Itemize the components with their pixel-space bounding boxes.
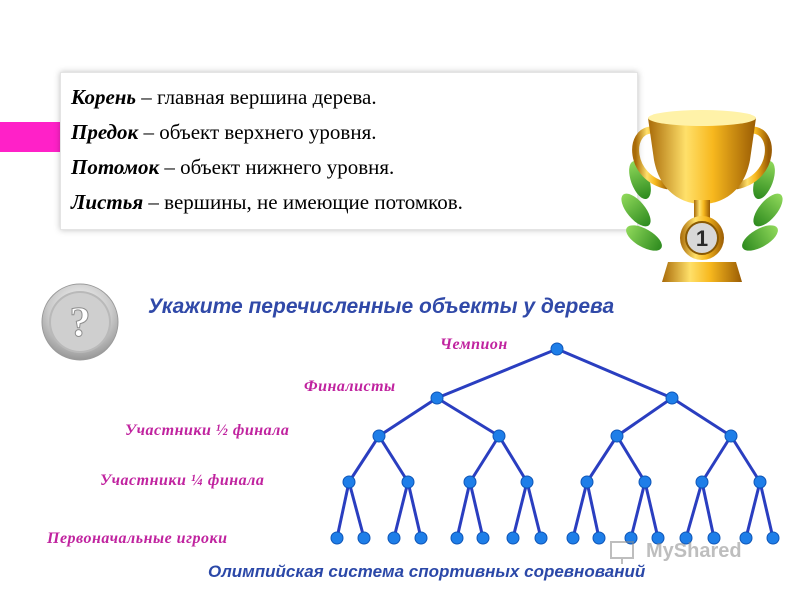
tree-edge — [616, 396, 673, 438]
initial-player-node — [766, 531, 780, 545]
semifinal-node — [724, 429, 738, 443]
tree-edge — [585, 435, 619, 483]
question-mark: ? — [70, 300, 91, 346]
definition-ancestor: Предок – объект верхнего уровня. — [71, 120, 377, 144]
tree-edge — [378, 396, 438, 438]
quarterfinal-node — [695, 475, 709, 489]
presentation-icon — [610, 541, 634, 564]
tree-edge — [455, 481, 472, 539]
initial-player-node — [506, 531, 520, 545]
definition-root: Корень – главная вершина дерева. — [71, 85, 377, 109]
accent-bar — [0, 122, 62, 152]
tree-edge — [758, 481, 775, 539]
quarterfinal-node — [638, 475, 652, 489]
finalist-node — [430, 391, 444, 405]
tree-edge — [436, 347, 558, 400]
tree-edge — [436, 396, 500, 438]
diagram-caption: Олимпийская система спортивных соревнова… — [208, 562, 646, 581]
level-label-quarterfinal: Участники ¼ финала — [100, 472, 265, 489]
trophy-icon: 1 — [621, 110, 783, 282]
question-heading: Укажите перечисленные объекты у дерева — [148, 295, 615, 318]
semifinal-node — [372, 429, 386, 443]
initial-player-node — [739, 531, 753, 545]
level-label-finalists: Финалисты — [304, 378, 396, 395]
tree-edge — [684, 481, 704, 539]
trophy-number: 1 — [696, 226, 708, 251]
initial-player-node — [592, 531, 606, 545]
tree-edge — [615, 435, 647, 483]
quarterfinal-node — [520, 475, 534, 489]
initial-player-node — [566, 531, 580, 545]
tree-edge — [468, 435, 501, 483]
definitions-box: Корень – главная вершина дерева. Предок … — [60, 72, 638, 230]
tree-edge — [585, 481, 601, 539]
champion-node — [550, 342, 564, 356]
tree-edge — [671, 396, 732, 438]
tree-edge — [406, 481, 423, 539]
initial-player-node — [476, 531, 490, 545]
quarterfinal-node — [463, 475, 477, 489]
definition-descendant: Потомок – объект нижнего уровня. — [71, 155, 395, 179]
tree-edge — [556, 347, 673, 400]
tree-edge — [497, 435, 529, 483]
tree-edge — [335, 481, 351, 539]
question-mark-icon: ? — [41, 283, 119, 361]
initial-player-node — [387, 531, 401, 545]
tree-edge — [468, 481, 485, 539]
initial-player-node — [651, 531, 665, 545]
initial-player-node — [450, 531, 464, 545]
tree-edge — [629, 481, 647, 539]
initial-player-node — [534, 531, 548, 545]
finalist-node — [665, 391, 679, 405]
tree-edge — [700, 435, 733, 483]
quarterfinal-node — [753, 475, 767, 489]
tree-edge — [347, 481, 366, 539]
initial-player-node — [679, 531, 693, 545]
tree-edge — [571, 481, 589, 539]
tree-edge — [392, 481, 410, 539]
tree-nodes — [330, 342, 780, 545]
tree-edge — [643, 481, 660, 539]
tree-edge — [511, 481, 529, 539]
quarterfinal-node — [342, 475, 356, 489]
initial-player-node — [330, 531, 344, 545]
tree-edges — [335, 347, 775, 539]
tree-edge — [377, 435, 410, 483]
quarterfinal-node — [401, 475, 415, 489]
level-label-champion: Чемпион — [440, 336, 508, 353]
tree-edge — [347, 435, 381, 483]
quarterfinal-node — [580, 475, 594, 489]
tree-edge — [700, 481, 716, 539]
tree-edge — [525, 481, 543, 539]
level-label-semifinal: Участники ½ финала — [125, 422, 290, 439]
tree-edge — [729, 435, 762, 483]
level-label-initial-players: Первоначальные игроки — [47, 530, 228, 547]
initial-player-node — [357, 531, 371, 545]
watermark: MyShared — [608, 536, 768, 568]
definition-leaves: Листья – вершины, не имеющие потомков. — [71, 190, 463, 214]
watermark-text: MyShared — [646, 540, 742, 562]
semifinal-node — [610, 429, 624, 443]
initial-player-node — [414, 531, 428, 545]
initial-player-node — [707, 531, 721, 545]
tree-edge — [744, 481, 762, 539]
semifinal-node — [492, 429, 506, 443]
